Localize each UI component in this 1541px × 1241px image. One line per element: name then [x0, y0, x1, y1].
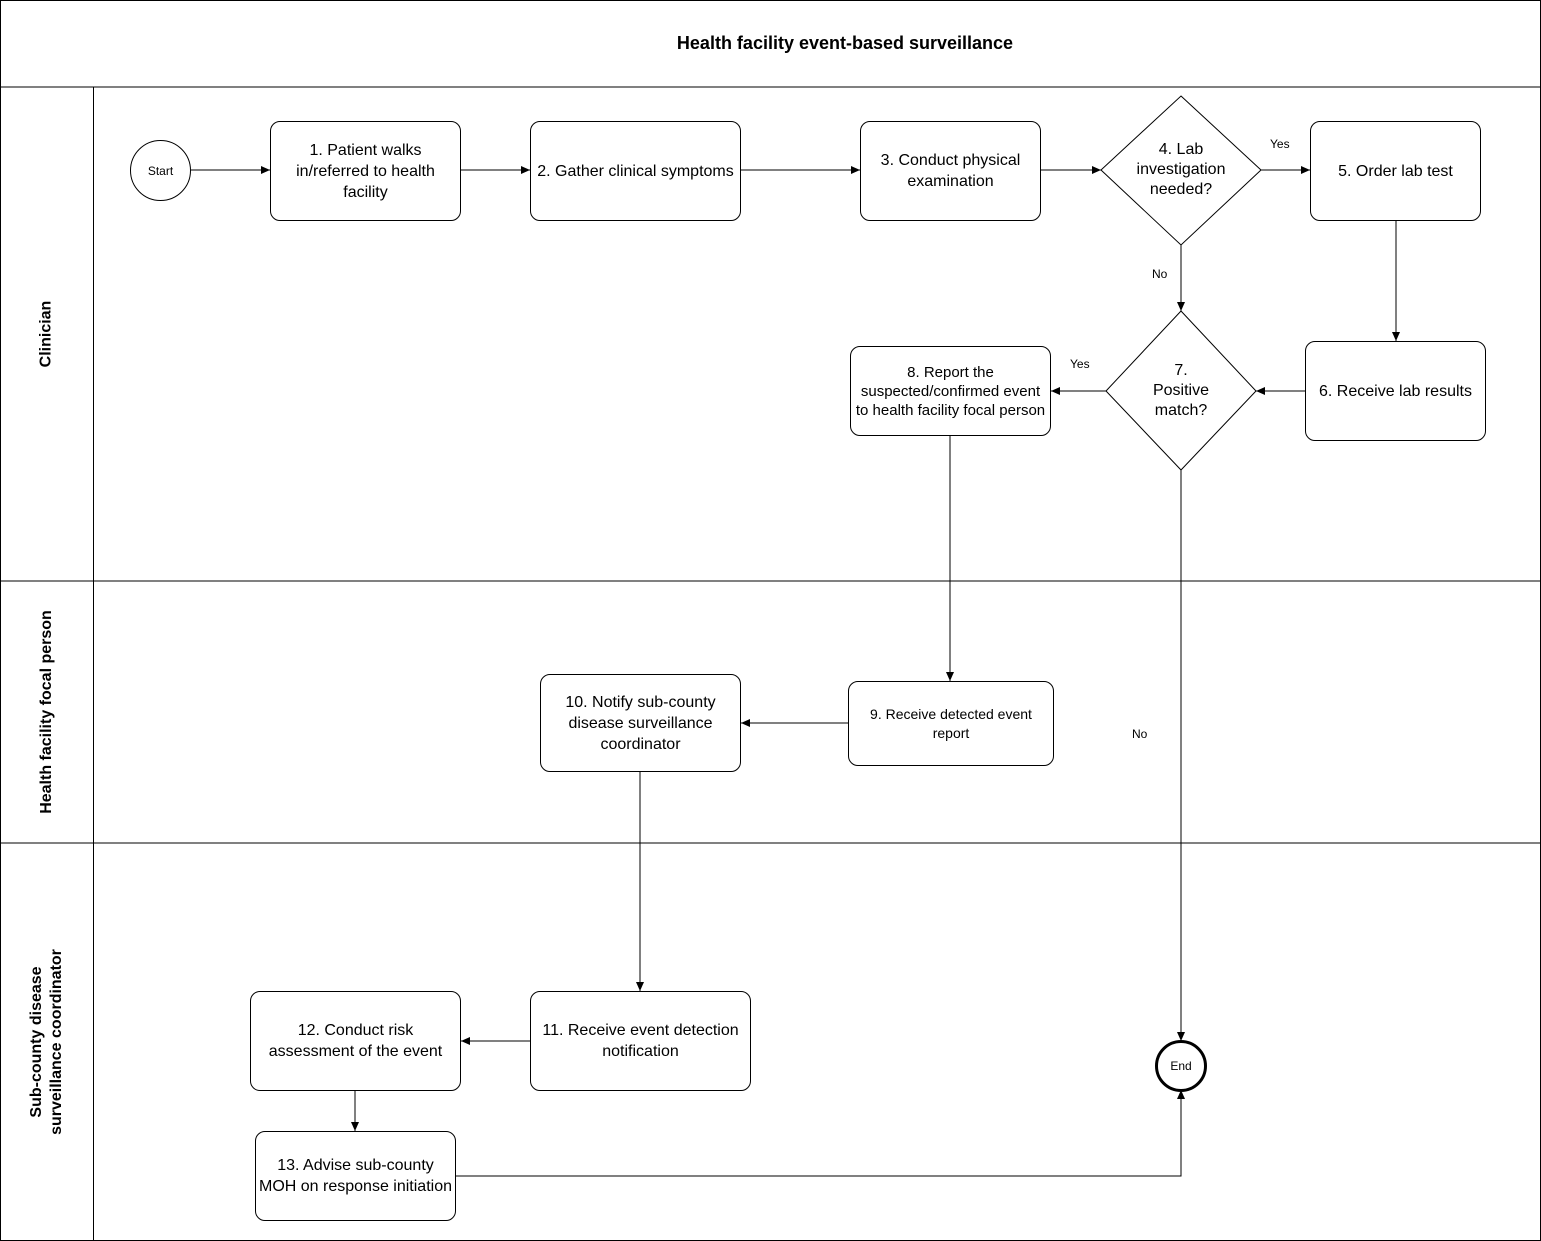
- step-10-box: 10. Notify sub-county disease surveillan…: [540, 674, 741, 772]
- edge-s13-end: [456, 1090, 1185, 1177]
- step-11-box: 11. Receive event detection notification: [530, 991, 751, 1091]
- step-1-box: 1. Patient walks in/referred to health f…: [270, 121, 461, 221]
- edge-label-d7-no: No: [1132, 727, 1148, 741]
- end-node: End: [1155, 1040, 1207, 1092]
- step-5-box: 5. Order lab test: [1310, 121, 1481, 221]
- step-2-box: 2. Gather clinical symptoms: [530, 121, 741, 221]
- diagram-title: Health facility event-based surveillance: [676, 33, 1014, 53]
- start-node: Start: [130, 140, 191, 201]
- edge-label-d4-no: No: [1152, 267, 1168, 281]
- step-8-box: 8. Report the suspected/confirmed event …: [850, 346, 1051, 436]
- decision-7-label: 7. Positive match?: [1152, 362, 1210, 419]
- step-13-box: 13. Advise sub-county MOH on response in…: [255, 1131, 456, 1221]
- step-9-box: 9. Receive detected event report: [848, 681, 1054, 766]
- step-6-box: 6. Receive lab results: [1305, 341, 1486, 441]
- edge-label-d7-yes: Yes: [1070, 357, 1090, 371]
- decision-4-label: 4. Lab investigation needed?: [1136, 141, 1226, 198]
- step-12-box: 12. Conduct risk assessment of the event: [250, 991, 461, 1091]
- edge-label-d4-yes: Yes: [1270, 137, 1290, 151]
- step-3-box: 3. Conduct physical examination: [860, 121, 1041, 221]
